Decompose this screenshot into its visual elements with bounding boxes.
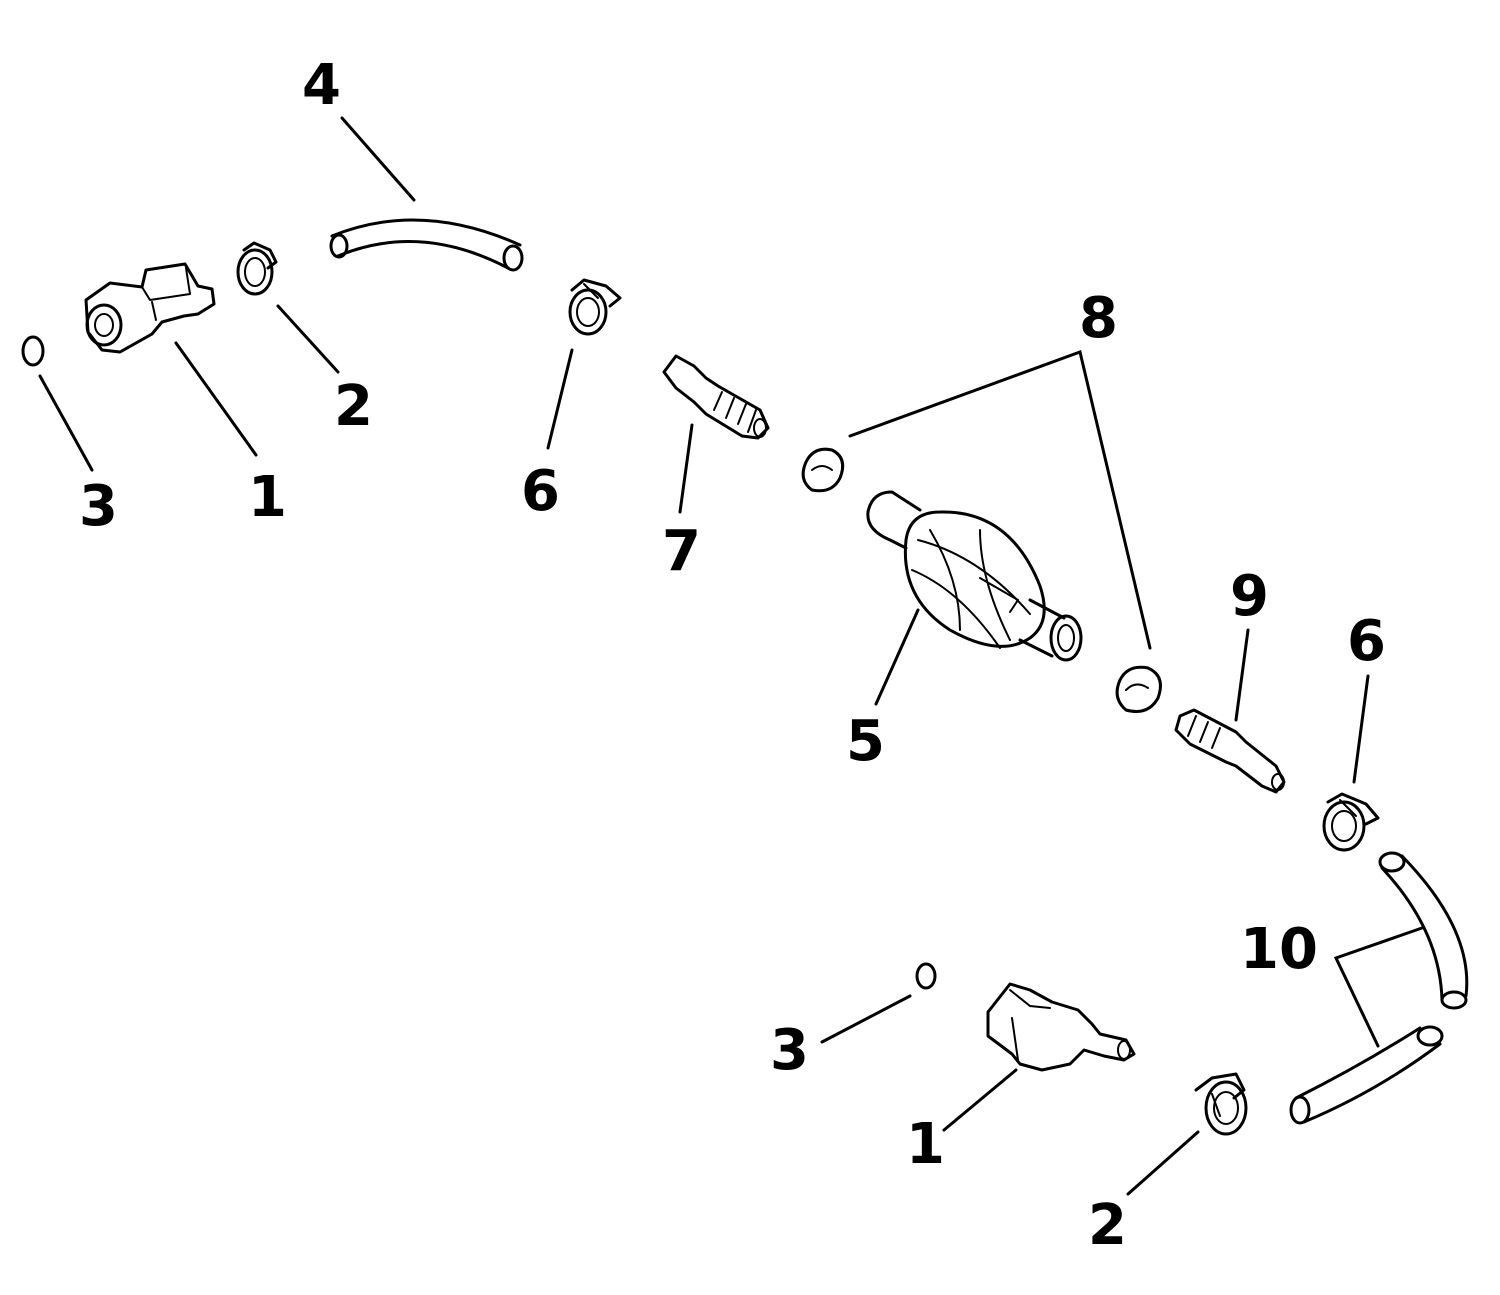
- callout-3-bottom: 3: [770, 1018, 809, 1083]
- callout-1-top: 1: [248, 465, 287, 530]
- callout-8: 8: [1079, 286, 1118, 351]
- barbed-fitting-7: [662, 354, 770, 440]
- callout-9: 9: [1230, 564, 1269, 629]
- hose-clamp-right: [1322, 792, 1380, 852]
- callout-1-bottom: 1: [906, 1112, 945, 1177]
- callout-5: 5: [846, 709, 885, 774]
- o-ring-bottom: [915, 962, 937, 990]
- clip-right: [1115, 665, 1162, 713]
- fuel-hose-top: [329, 218, 524, 272]
- barbed-fitting-9: [1174, 708, 1286, 794]
- hose-clamp-bottom: [1194, 1072, 1248, 1136]
- callout-4: 4: [302, 53, 341, 118]
- hose-clamp-mid: [568, 278, 622, 336]
- fuel-connector-top: [84, 262, 216, 354]
- callout-6-right: 6: [1347, 609, 1386, 674]
- o-ring-top: [21, 335, 45, 367]
- hose-clamp-top: [236, 241, 278, 296]
- callout-7: 7: [662, 519, 701, 584]
- callout-labels: 3 1 2 4 6 7 8 5 9 6 10 3 1 2: [79, 53, 1386, 1258]
- leader-lines: [38, 116, 1424, 1196]
- fuel-hose-bottom: [1289, 851, 1469, 1125]
- callout-3-top: 3: [79, 474, 118, 539]
- clip-left: [801, 447, 845, 493]
- callout-2-bottom: 2: [1088, 1193, 1127, 1258]
- primer-bulb: [866, 490, 1083, 662]
- callout-2-top: 2: [334, 374, 373, 439]
- fuel-connector-bottom: [986, 982, 1136, 1072]
- callout-10: 10: [1240, 917, 1318, 982]
- callout-6-top: 6: [521, 459, 560, 524]
